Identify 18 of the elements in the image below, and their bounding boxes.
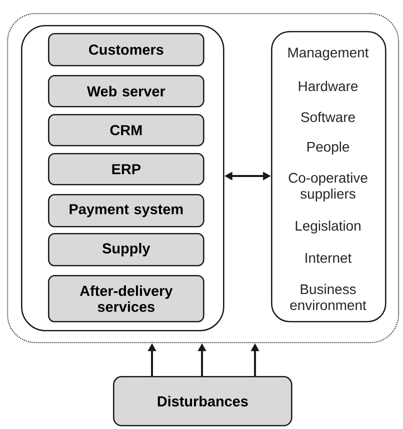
process-box: CRM — [48, 114, 204, 146]
list-item: People — [307, 142, 350, 154]
list-item: Internet — [306, 253, 352, 263]
list-item: Hardware — [298, 80, 358, 92]
dotted-frame — [7, 13, 400, 344]
process-box: Disturbances — [113, 376, 292, 426]
list-item: Co-operative suppliers — [288, 172, 368, 202]
process-box: Web server — [48, 75, 204, 108]
list-item: Management — [288, 48, 369, 60]
panel — [21, 25, 224, 332]
process-box: Payment system — [48, 194, 204, 228]
list-item: Legislation — [296, 220, 360, 234]
list-item: Business environment — [290, 284, 366, 310]
process-box: Customers — [48, 33, 204, 66]
process-box: After-delivery services — [48, 275, 204, 322]
list-item: Software — [301, 112, 355, 122]
process-box: Supply — [48, 233, 204, 266]
process-box: ERP — [48, 153, 204, 186]
